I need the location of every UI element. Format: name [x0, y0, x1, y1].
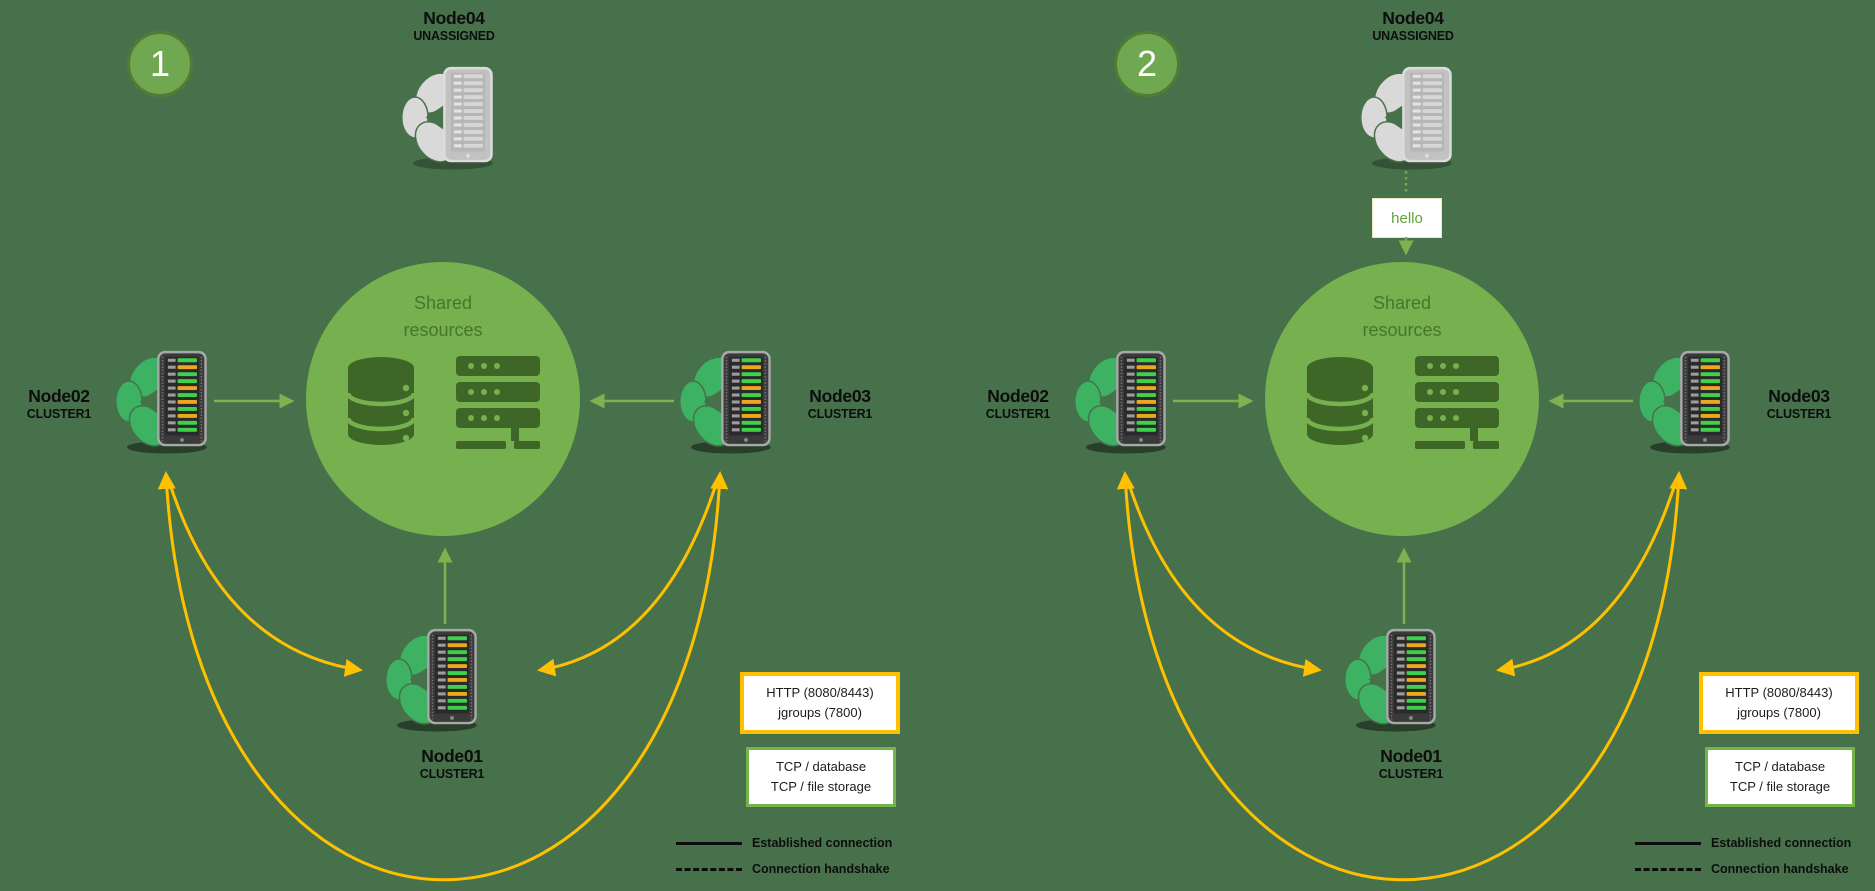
legend-handshake-text: Connection handshake: [752, 862, 890, 876]
node02-status: CLUSTER1: [26, 407, 92, 422]
legend-tcp-line1: TCP / database: [775, 759, 867, 774]
node01-label: Node01 CLUSTER1: [397, 746, 507, 781]
shared-resources-title-line1: Shared: [1372, 293, 1432, 313]
node03-status: CLUSTER1: [1766, 407, 1832, 422]
solid-line-sample: [1635, 841, 1701, 845]
shared-resources-title-line2: resources: [1362, 320, 1442, 340]
node02-status: CLUSTER1: [985, 407, 1051, 422]
diagram-step-2: 2 Node04 UNASSIGNED hello Shared resourc…: [959, 0, 1875, 891]
node01-status: CLUSTER1: [419, 767, 485, 782]
legend-tcp-box: TCP / database TCP / file storage: [1705, 747, 1855, 807]
node03-name: Node03: [1768, 386, 1830, 406]
node01-name: Node01: [1380, 746, 1442, 766]
diagram-step-1: 1 Node04 UNASSIGNED Shared resources Nod…: [4, 8, 900, 882]
arrow-node02-to-node01: [166, 477, 363, 677]
legend-http-box: HTTP (8080/8443) jgroups (7800): [740, 672, 900, 734]
legend-http-box: HTTP (8080/8443) jgroups (7800): [1699, 672, 1859, 734]
database-icon: [346, 356, 416, 450]
shared-resources-title-line2: resources: [403, 320, 483, 340]
hello-message-text: hello: [1391, 209, 1423, 227]
shared-resources-circle: Shared resources: [306, 262, 580, 536]
node04-status: UNASSIGNED: [1372, 29, 1454, 44]
database-icon: [1305, 356, 1375, 450]
dashed-line-sample: [676, 867, 742, 871]
node03-server-icon: [679, 348, 772, 455]
node01-server-icon: [1344, 626, 1437, 733]
legend-established: Established connection: [676, 836, 892, 850]
step-badge: 1: [127, 31, 193, 97]
legend-established: Established connection: [1635, 836, 1851, 850]
legend-handshake: Connection handshake: [676, 862, 890, 876]
node02-name: Node02: [28, 386, 90, 406]
node04-name: Node04: [1382, 8, 1444, 28]
node02-name: Node02: [987, 386, 1049, 406]
file-storage-icon: [456, 356, 540, 449]
shared-resources-circle: Shared resources: [1265, 262, 1539, 536]
legend-established-text: Established connection: [752, 836, 893, 850]
legend-tcp-line1: TCP / database: [1734, 759, 1826, 774]
node01-label: Node01 CLUSTER1: [1356, 746, 1466, 781]
arrow-node03-to-node01: [537, 477, 720, 677]
step-badge: 2: [1114, 31, 1180, 97]
arrow-node02-to-node01: [1125, 477, 1322, 677]
legend-established-text: Established connection: [1711, 836, 1852, 850]
node04-server-icon: [1360, 64, 1453, 171]
node04-server-icon: [401, 64, 494, 171]
solid-line-sample: [676, 841, 742, 845]
hello-message-box: hello: [1372, 198, 1442, 238]
legend-http-line2: jgroups (7800): [1737, 705, 1821, 720]
legend-handshake: Connection handshake: [1635, 862, 1849, 876]
file-storage-icon: [1415, 356, 1499, 449]
node03-label: Node03 CLUSTER1: [785, 386, 895, 421]
legend-tcp-line2: TCP / file storage: [1729, 779, 1831, 794]
node03-name: Node03: [809, 386, 871, 406]
node01-status: CLUSTER1: [1378, 767, 1444, 782]
node04-name: Node04: [423, 8, 485, 28]
arrow-node03-to-node01: [1496, 477, 1679, 677]
legend-handshake-text: Connection handshake: [1711, 862, 1849, 876]
legend-http-line1: HTTP (8080/8443): [766, 685, 874, 700]
shared-resources-title-line1: Shared: [413, 293, 473, 313]
node02-server-icon: [1074, 348, 1167, 455]
legend-http-line1: HTTP (8080/8443): [1725, 685, 1833, 700]
node02-label: Node02 CLUSTER1: [963, 386, 1073, 421]
legend-http-line2: jgroups (7800): [778, 705, 862, 720]
node03-label: Node03 CLUSTER1: [1744, 386, 1854, 421]
node02-server-icon: [115, 348, 208, 455]
node01-server-icon: [385, 626, 478, 733]
dashed-line-sample: [1635, 867, 1701, 871]
node04-label: Node04 UNASSIGNED: [399, 8, 509, 43]
node03-server-icon: [1638, 348, 1731, 455]
node01-name: Node01: [421, 746, 483, 766]
node04-label: Node04 UNASSIGNED: [1358, 8, 1468, 43]
legend-tcp-line2: TCP / file storage: [770, 779, 872, 794]
legend-tcp-box: TCP / database TCP / file storage: [746, 747, 896, 807]
node03-status: CLUSTER1: [807, 407, 873, 422]
node02-label: Node02 CLUSTER1: [4, 386, 114, 421]
node04-status: UNASSIGNED: [413, 29, 495, 44]
